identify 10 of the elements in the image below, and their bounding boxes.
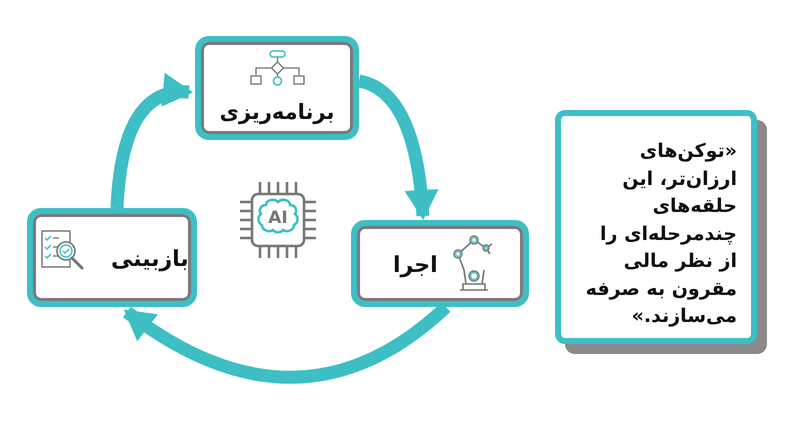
quote-text: «توکن‌های ارزان‌تر، این حلقه‌های چندمرحله‌ای را از نظر مالی مقرون به صرفه می‌سازند.» — [584, 139, 737, 330]
cycle-arrow — [110, 74, 193, 208]
step-box — [195, 36, 359, 140]
step-box — [351, 220, 529, 307]
step-label: بازبینی — [111, 247, 189, 272]
cycle-arrow — [357, 74, 438, 220]
step-label: برنامه‌ریزی — [218, 100, 336, 124]
step-label: اجرا — [393, 253, 438, 278]
chip-label: AI — [267, 208, 289, 228]
step-box — [27, 208, 197, 307]
